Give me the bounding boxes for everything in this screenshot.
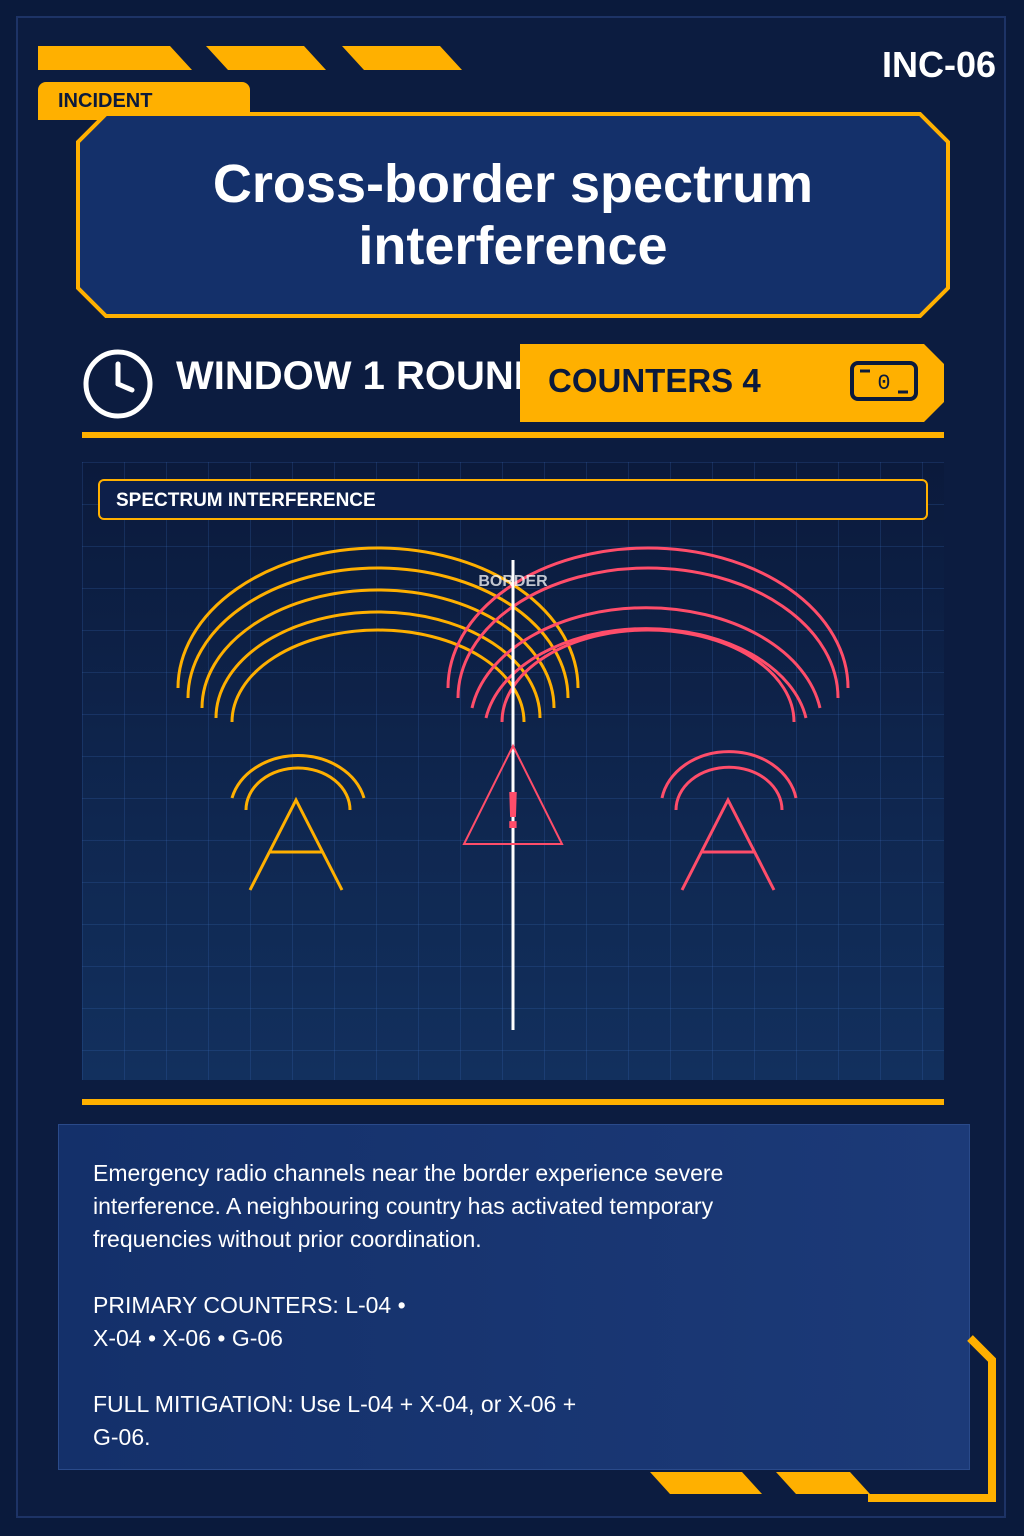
- counters-label: COUNTERS 4: [548, 362, 761, 399]
- warning-triangle-icon: !: [462, 743, 564, 845]
- incident-title: Cross-border spectrum interference: [212, 154, 814, 276]
- clock-icon: [83, 349, 153, 419]
- full-mitigation: FULL MITIGATION: Use L-04 + X-04, or X-0…: [93, 1391, 577, 1450]
- spectrum-visual: BORDER !: [82, 462, 944, 1080]
- description-panel: Emergency radio channels near the border…: [58, 1124, 970, 1470]
- top-rule: [82, 432, 944, 438]
- top-stripes: [38, 46, 462, 70]
- counter-display: 0: [877, 371, 890, 396]
- bottom-rule: [82, 1099, 944, 1105]
- signal-waves-b: [446, 546, 850, 723]
- window-label: WINDOW 1 ROUND: [176, 354, 524, 398]
- border-label: BORDER: [478, 573, 548, 590]
- visual-label: SPECTRUM INTERFERENCE: [98, 479, 928, 520]
- description-text: Emergency radio channels near the border…: [93, 1160, 724, 1252]
- counters-badge: [520, 344, 944, 422]
- title-frame: [76, 112, 950, 318]
- incident-id: INC-06: [881, 44, 996, 85]
- primary-counters: PRIMARY COUNTERS: L-04 • X-04 • X-06 • G…: [93, 1292, 406, 1351]
- warning-mark: !: [504, 782, 521, 840]
- signal-waves-a: [176, 546, 580, 723]
- interference-illustration: BORDER !: [176, 546, 850, 1030]
- counter-icon: 0: [850, 361, 918, 401]
- radio-tower-icon: [660, 750, 798, 891]
- radio-tower-icon: [230, 754, 366, 891]
